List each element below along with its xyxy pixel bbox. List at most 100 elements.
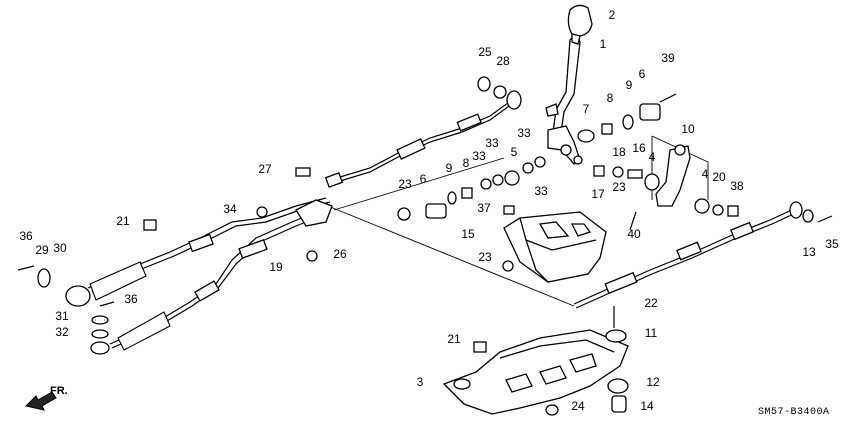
callout-c4b: 4 xyxy=(702,167,709,181)
nut-23a xyxy=(397,207,411,221)
bush-4b xyxy=(694,198,710,214)
bushing-8b xyxy=(461,187,473,199)
clip-31 xyxy=(91,315,109,325)
callout-c14: 14 xyxy=(640,399,654,413)
select-cable-upper xyxy=(324,90,522,188)
pin-7 xyxy=(577,129,595,143)
callout-c17: 17 xyxy=(591,187,605,201)
clip-21b xyxy=(473,341,487,353)
bushing-30 xyxy=(65,285,91,307)
bushing-8a xyxy=(601,123,613,135)
lever-bracket xyxy=(655,144,691,207)
direction-label: FR. xyxy=(50,385,68,397)
oring-33d xyxy=(534,156,546,168)
callout-c26: 26 xyxy=(333,247,347,261)
callout-c33c: 33 xyxy=(517,126,531,140)
callout-c40: 40 xyxy=(627,227,641,241)
nut-23c xyxy=(502,260,514,272)
plate-6b xyxy=(425,203,447,219)
callout-c1: 1 xyxy=(600,37,607,51)
drawing-code: SM57-B3400A xyxy=(758,407,830,418)
callout-c23c: 23 xyxy=(478,250,492,264)
callout-c8a: 8 xyxy=(607,91,614,105)
callout-c23b: 23 xyxy=(612,180,626,194)
nut-24 xyxy=(545,404,559,416)
callout-c19: 19 xyxy=(269,260,283,274)
callout-c33a: 33 xyxy=(485,136,499,150)
washer-32 xyxy=(91,329,109,339)
callout-c13: 13 xyxy=(802,245,816,259)
bushing-28 xyxy=(493,85,507,99)
small-parts xyxy=(143,93,739,272)
callout-c16: 16 xyxy=(632,141,646,155)
washer-9b xyxy=(447,191,457,205)
clip-27 xyxy=(295,167,311,177)
oring-33c xyxy=(522,162,534,174)
mount-11 xyxy=(605,329,627,343)
callout-c39: 39 xyxy=(661,51,675,65)
callout-c6a: 6 xyxy=(639,67,646,81)
bolt-37 xyxy=(503,205,515,215)
washer-9a xyxy=(622,114,634,130)
gear-5 xyxy=(504,170,520,186)
callout-c27: 27 xyxy=(258,162,272,176)
clip-21a xyxy=(143,219,157,231)
plate-6a xyxy=(639,103,661,121)
bolt-34 xyxy=(256,206,268,218)
callout-c20: 20 xyxy=(712,170,726,184)
callout-c9b: 9 xyxy=(446,161,453,175)
console-housing xyxy=(503,211,607,283)
callout-c7: 7 xyxy=(583,102,590,116)
callout-c11: 11 xyxy=(645,326,658,340)
callout-c25: 25 xyxy=(478,45,492,59)
washer-23b xyxy=(612,166,624,178)
mount-12 xyxy=(607,378,629,394)
callout-c21b: 21 xyxy=(447,332,461,346)
callout-c8b: 8 xyxy=(463,156,470,170)
callout-c31: 31 xyxy=(55,309,69,323)
callout-c33b: 33 xyxy=(472,149,486,163)
callout-c9a: 9 xyxy=(626,78,633,92)
callout-c35: 35 xyxy=(825,237,839,251)
bolt-40 xyxy=(629,211,637,231)
pin-36a xyxy=(17,265,35,271)
collar-17 xyxy=(593,165,605,177)
callout-c6b: 6 xyxy=(420,172,427,186)
callout-c21a: 21 xyxy=(116,214,130,228)
front-direction-arrow xyxy=(25,391,57,411)
callout-c32: 32 xyxy=(55,325,69,339)
grommet-25 xyxy=(477,76,491,92)
callout-c34: 34 xyxy=(223,202,237,216)
callout-c29: 29 xyxy=(35,243,49,257)
pin-16 xyxy=(627,169,643,179)
bushing-end-lower xyxy=(90,341,110,355)
callout-c24: 24 xyxy=(571,399,585,413)
callout-c3: 3 xyxy=(417,375,424,389)
callout-c18: 18 xyxy=(612,145,626,159)
callout-c28: 28 xyxy=(496,54,510,68)
callout-c36a: 36 xyxy=(19,229,33,243)
callout-c30: 30 xyxy=(53,241,67,255)
oring-33a xyxy=(480,178,492,190)
callout-c5: 5 xyxy=(511,145,518,159)
shift-knob xyxy=(567,4,593,45)
callout-c33d: 33 xyxy=(534,184,548,198)
pin-36b xyxy=(99,301,115,307)
oring-33b xyxy=(492,174,504,186)
callout-c10: 10 xyxy=(681,122,695,136)
spacer-14 xyxy=(611,395,627,413)
bolt-38 xyxy=(727,205,739,217)
callout-labels: 1234456678899101112131415161718192021212… xyxy=(19,8,839,413)
callout-c15: 15 xyxy=(461,227,475,241)
cable-assembly-left xyxy=(87,197,333,351)
washer-29 xyxy=(37,268,51,288)
bolt-26 xyxy=(306,250,318,262)
end-fittings-left xyxy=(17,265,115,355)
callout-c23a: 23 xyxy=(398,177,412,191)
callout-c37: 37 xyxy=(477,201,491,215)
callout-c38: 38 xyxy=(730,179,744,193)
callout-c36b: 36 xyxy=(124,292,138,306)
callout-c4a: 4 xyxy=(649,150,656,164)
shift-cable-right xyxy=(573,201,833,309)
